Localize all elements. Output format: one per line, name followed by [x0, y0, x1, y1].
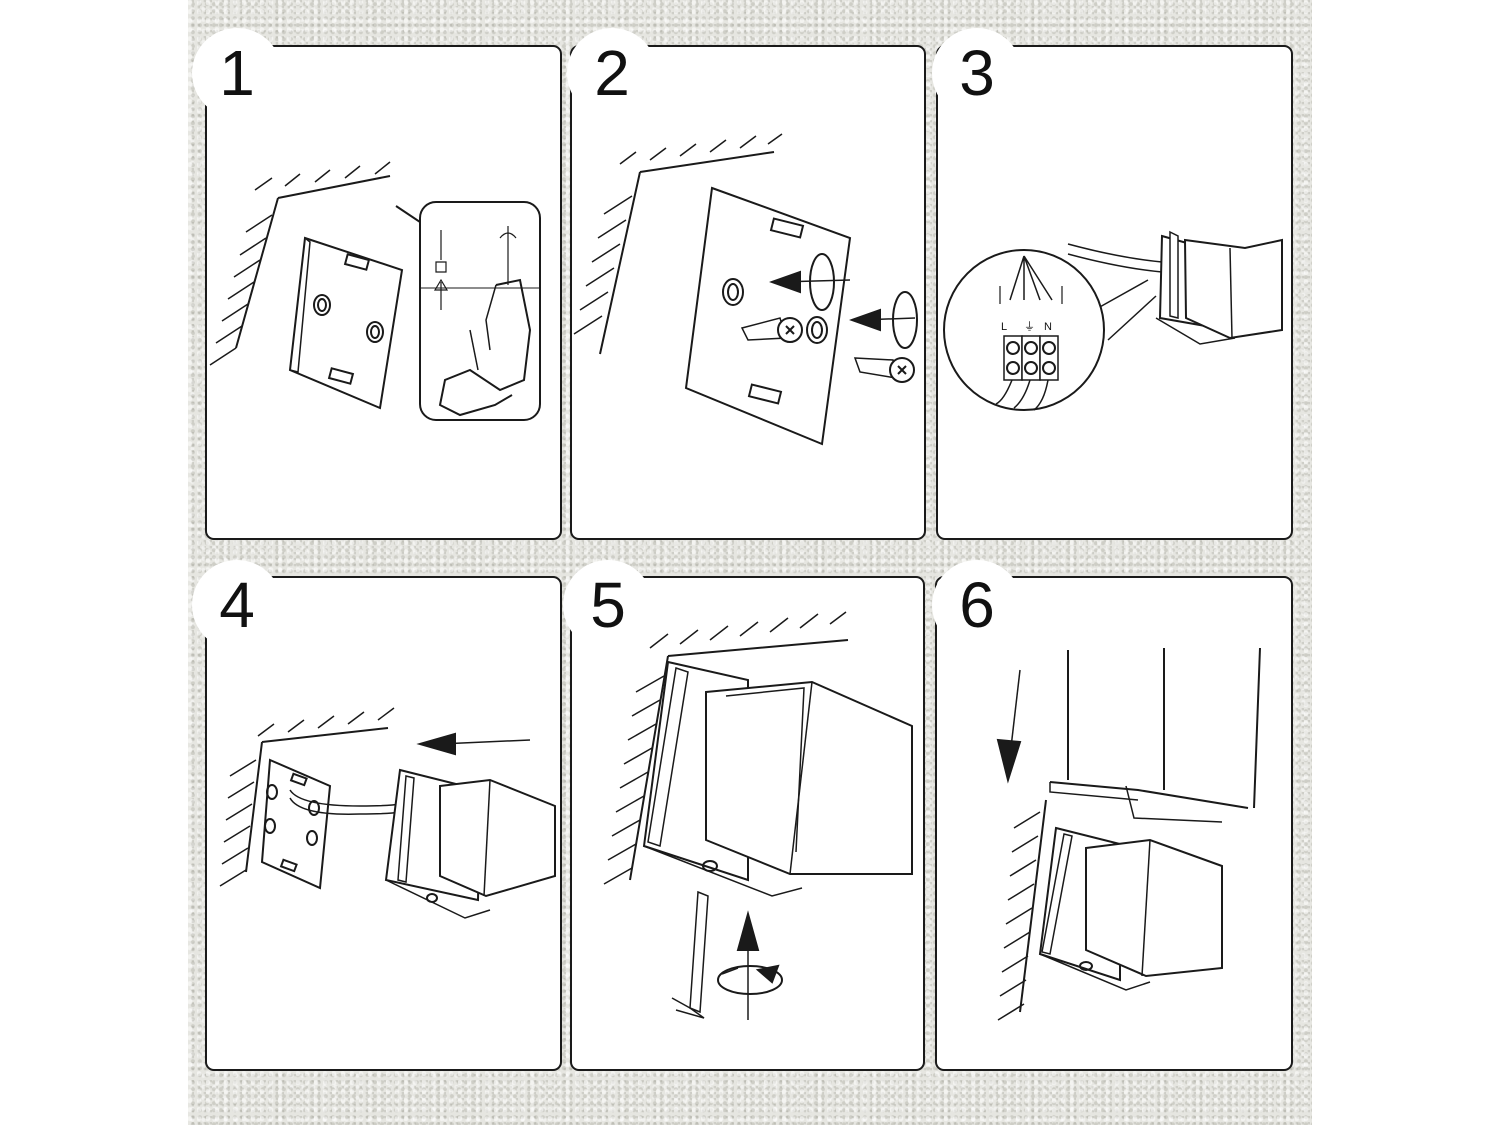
terminal-neutral-label: N	[1044, 321, 1052, 333]
step-5-badge: 5	[563, 560, 653, 650]
terminal-earth-label: ⏚	[1024, 320, 1035, 333]
step-3-badge: 3	[932, 28, 1022, 118]
step-1-number: 1	[219, 37, 255, 109]
step-2-badge: 2	[567, 28, 657, 118]
step-1-badge: 1	[192, 28, 282, 118]
step-5-number: 5	[590, 569, 626, 641]
step-6-panel	[935, 576, 1293, 1071]
step-4-badge: 4	[192, 560, 282, 650]
step-2-number: 2	[594, 37, 630, 109]
terminal-live-label: L	[1001, 321, 1007, 333]
step-4-number: 4	[219, 569, 255, 641]
step-3-number: 3	[959, 37, 995, 109]
step-6-number: 6	[959, 569, 995, 641]
step-6-badge: 6	[932, 560, 1022, 650]
